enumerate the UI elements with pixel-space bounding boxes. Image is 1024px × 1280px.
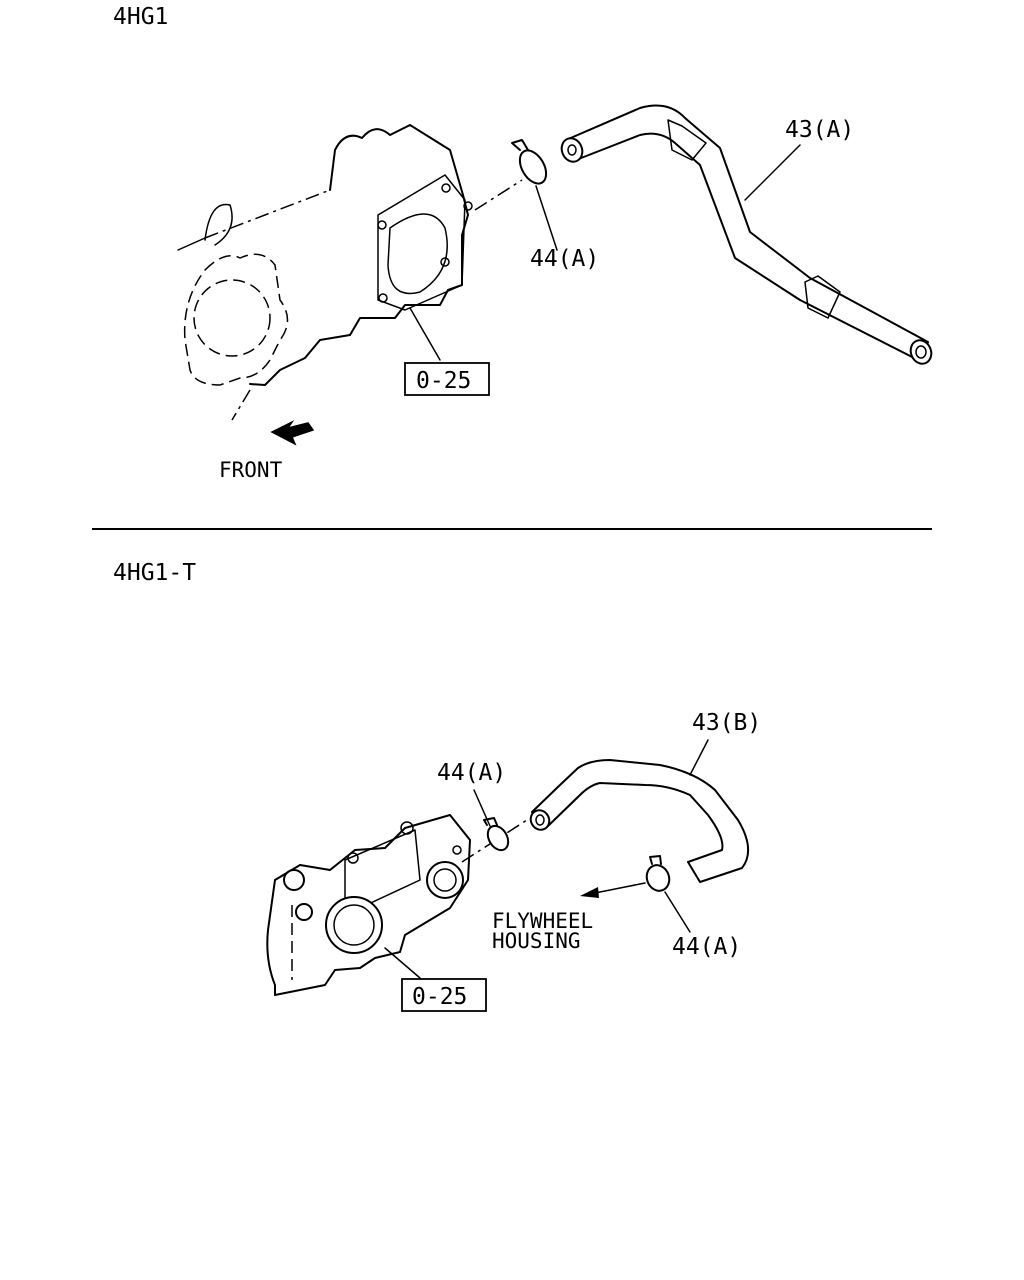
hose-top — [560, 104, 933, 365]
housing-label: HOUSING — [492, 929, 581, 953]
engine-block-top — [177, 124, 473, 421]
clamp-bottom-upper — [473, 789, 510, 852]
centerline-top — [474, 179, 523, 211]
section-4hg1: 4HG1 44(A) — [113, 4, 933, 482]
clamp-top — [511, 139, 558, 251]
ref-leader-bottom — [384, 947, 421, 979]
flywheel-arrow-icon — [580, 887, 599, 898]
section-4hg1-t: 4HG1-T 44(A) — [113, 560, 761, 1012]
model-label-4hg1-t: 4HG1-T — [113, 560, 196, 586]
clamp-bottom-lower — [645, 855, 691, 933]
callout-hose-top: 43(A) — [785, 117, 854, 143]
callout-clamp-top: 44(A) — [530, 246, 599, 272]
hose-bottom — [529, 739, 749, 883]
ref-box-top — [404, 362, 490, 396]
model-label-4hg1: 4HG1 — [113, 4, 168, 30]
ref-label-bottom: 0-25 — [412, 984, 467, 1010]
front-arrow-icon — [270, 420, 315, 446]
ref-label-top: 0-25 — [416, 368, 471, 394]
callout-clamp-bottom-lower: 44(A) — [672, 934, 741, 960]
ref-box-bottom — [401, 978, 487, 1012]
callout-clamp-bottom-upper: 44(A) — [437, 760, 506, 786]
engine-block-bottom — [266, 814, 471, 996]
callout-hose-bottom: 43(B) — [692, 710, 761, 736]
flywheel-label: FLYWHEEL — [492, 909, 593, 933]
flywheel-arrow-shaft — [594, 882, 646, 894]
front-label: FRONT — [219, 458, 283, 482]
ref-leader-top — [409, 307, 441, 361]
